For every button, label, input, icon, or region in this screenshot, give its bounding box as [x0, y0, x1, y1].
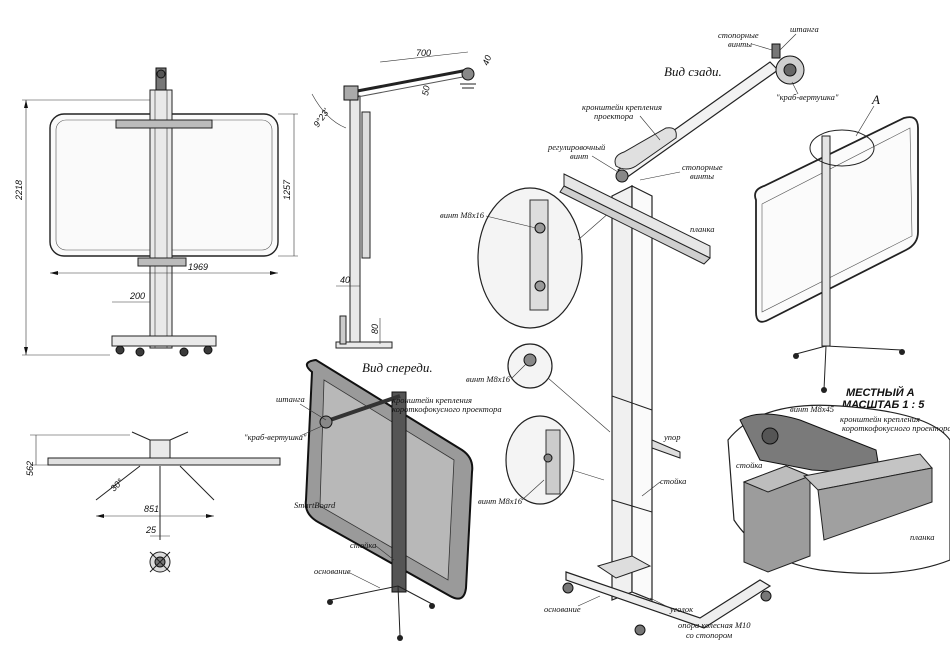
label-lock-screws-mid-line1: стопорные — [682, 162, 723, 172]
label-detail-bracket-line2: короткофокусного проектора — [842, 423, 950, 433]
label-screw-m8x16-mid: винт М8х16 — [466, 374, 511, 384]
dim-arm-offset: 40 — [480, 54, 493, 67]
label-corner: уголок — [669, 604, 694, 614]
label-rod-front: штанга — [276, 394, 305, 404]
label-crab-swivel-front: "краб-вертушка" — [244, 432, 307, 442]
label-projector-bracket-line1: кронштейн крепления — [582, 102, 662, 112]
top-plan-view: 562 30° 851 25 — [25, 431, 281, 573]
dim-board-height: 1257 — [282, 179, 292, 200]
dim-base-offset: 200 — [129, 291, 145, 301]
label-screw-m8x16-top: винт М8х16 — [440, 210, 485, 220]
label-adjust-screw-line1: регулировочный — [547, 142, 606, 152]
label-short-throw-bracket-line2: короткофокусного проектора — [392, 404, 502, 414]
front-3d-view: Вид спереди. штанга "краб-вертушка" крон… — [244, 358, 502, 641]
front-view-title: Вид спереди. — [362, 360, 433, 375]
label-base-front: основание — [314, 566, 351, 576]
front-elevation-view: 2218 1257 1969 200 — [14, 67, 298, 357]
label-adjust-screw-line2: винт — [570, 151, 588, 161]
label-base-center: основание — [544, 604, 581, 614]
side-elevation-view: 700 40 50 9°23' 40 80 — [311, 48, 493, 349]
dim-base-width: 851 — [144, 504, 159, 514]
label-crab-swivel-rear: "краб-вертушка" — [776, 92, 839, 102]
label-stop: упор — [663, 432, 681, 442]
central-assembly-view: Вид сзади. стопорные винты штанга "краб-… — [440, 24, 839, 640]
detail-title-line1: МЕСТНЫЙ А — [846, 386, 915, 399]
label-post-detail: стойка — [736, 460, 762, 470]
detail-marker: A — [871, 92, 880, 107]
dim-post-width: 40 — [340, 275, 350, 285]
dim-arm-angle: 9°23' — [311, 107, 331, 130]
dim-base-height: 80 — [370, 324, 380, 334]
dim-arm-drop: 50 — [420, 85, 432, 97]
label-plank-detail: планка — [910, 532, 935, 542]
label-lock-screws-top-line1: стопорные — [718, 30, 759, 40]
detail-a-view: МЕСТНЫЙ А МАСШТАБ 1 : 5 винт М8х45 кронш… — [727, 386, 950, 574]
dim-post-section: 25 — [145, 525, 157, 535]
dim-total-height: 2218 — [14, 180, 24, 201]
label-smartboard: SmartBoard — [294, 500, 336, 510]
label-caster-line2: со стопором — [686, 630, 733, 640]
dim-depth: 562 — [25, 461, 35, 476]
label-rod-rear: штанга — [790, 24, 819, 34]
label-lock-screws-top-line2: винты — [728, 39, 752, 49]
label-plank-center: планка — [690, 224, 715, 234]
rear-3d-view: A — [754, 92, 919, 393]
label-screw-m8x16-bottom: винт М8х16 — [478, 496, 523, 506]
label-post-center: стойка — [660, 476, 686, 486]
dim-board-width: 1969 — [188, 262, 208, 272]
label-detail-bracket-line1: кронштейн крепления — [840, 414, 920, 424]
label-lock-screws-mid-line2: винты — [690, 171, 714, 181]
label-caster-line1: опора колесная М10 — [678, 620, 751, 630]
label-projector-bracket-line2: проектора — [594, 111, 633, 121]
rear-view-title: Вид сзади. — [664, 64, 722, 79]
dim-arm-length: 700 — [416, 48, 431, 58]
label-post-front: стойка — [350, 540, 376, 550]
label-short-throw-bracket-line1: кронштейн крепления — [392, 395, 472, 405]
label-screw-m8x45: винт М8х45 — [790, 404, 834, 414]
